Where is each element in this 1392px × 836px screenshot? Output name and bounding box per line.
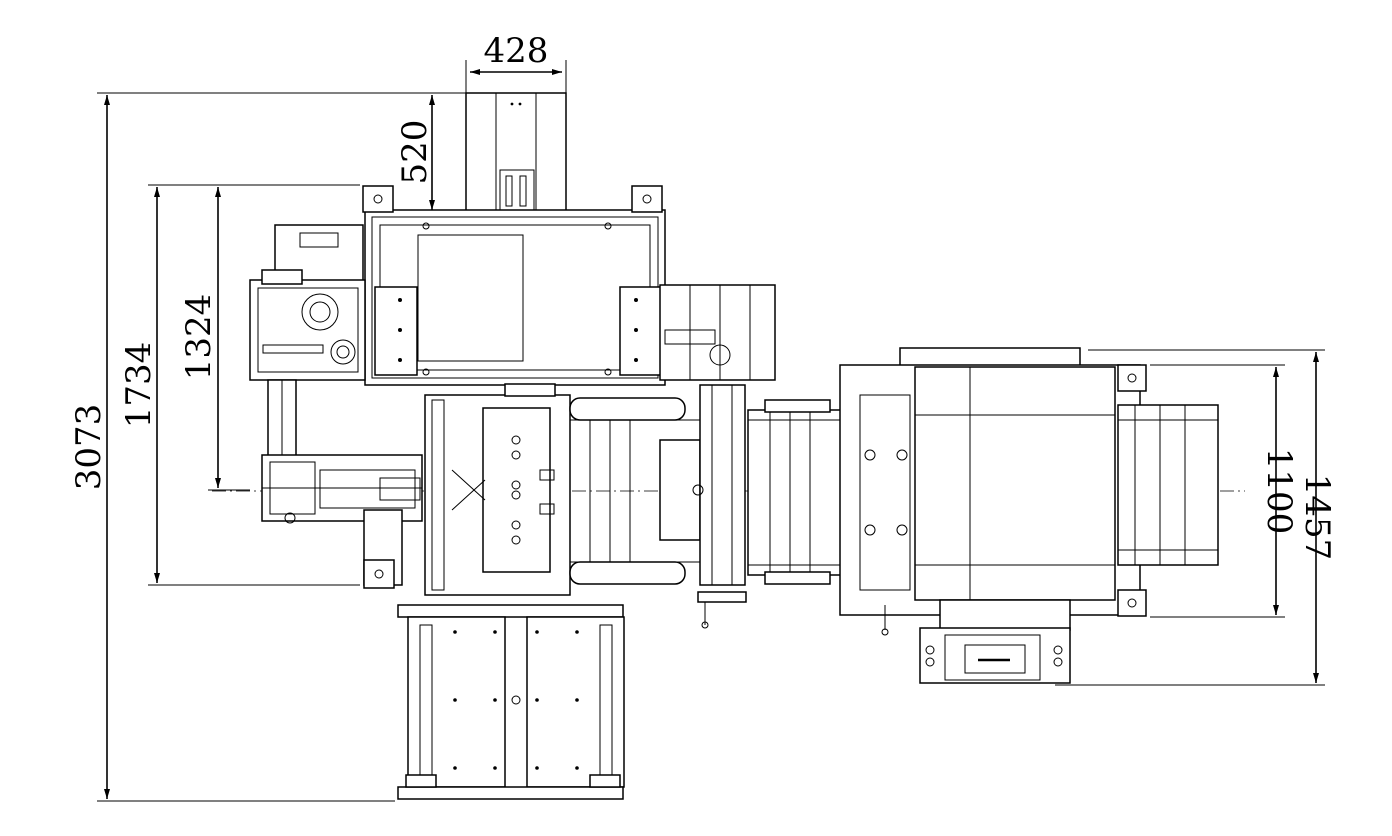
center-work-area	[424, 383, 571, 596]
right-upper-bracket	[659, 284, 776, 381]
dim-label-1324: 1324	[179, 294, 219, 381]
left-arm	[261, 379, 423, 589]
upper-frame	[362, 185, 666, 386]
right-machine-body	[839, 347, 1219, 617]
dim-label-520: 520	[395, 120, 435, 185]
lower-stand	[397, 604, 625, 800]
dim-label-428: 428	[484, 31, 549, 71]
dim-label-1100: 1100	[1259, 448, 1299, 535]
dim-label-3073: 3073	[69, 404, 109, 491]
dim-label-1734: 1734	[119, 342, 159, 429]
dimension-520: 520	[395, 95, 435, 210]
dimension-428: 428	[465, 31, 567, 95]
top-motor-housing	[465, 92, 567, 216]
control-panel	[881, 599, 1071, 684]
roller-section	[569, 384, 747, 629]
dimension-1324: 1324	[179, 187, 250, 491]
dim-label-1457: 1457	[1297, 474, 1337, 561]
dimension-1457: 1457	[1055, 349, 1337, 686]
dimension-3073: 3073	[69, 92, 466, 802]
dimension-1734: 1734	[119, 184, 360, 586]
dimension-1100: 1100	[1150, 364, 1299, 618]
left-drive-unit	[249, 224, 366, 381]
